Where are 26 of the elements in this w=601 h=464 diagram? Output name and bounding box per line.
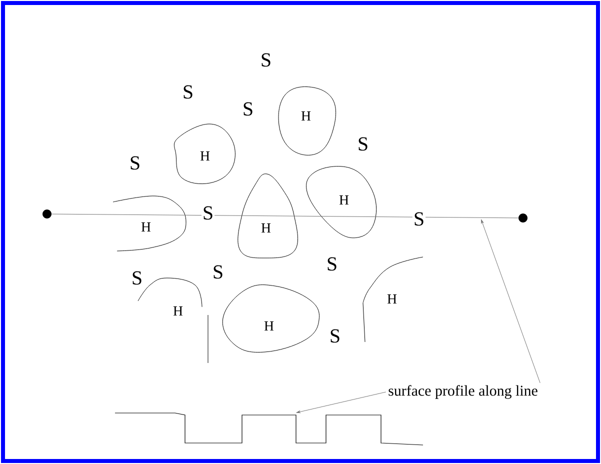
region-letter: H — [301, 111, 311, 121]
leader-line — [296, 392, 386, 414]
region-label: S — [211, 264, 225, 280]
region-letter: H — [261, 223, 271, 233]
region-label: S — [259, 52, 273, 68]
region-letter: H — [173, 306, 183, 316]
end-dot — [518, 214, 528, 222]
end-dot — [42, 210, 52, 218]
region-label: S — [356, 136, 370, 152]
region-letter: H — [387, 294, 397, 304]
region-label: S — [412, 211, 426, 227]
region-label: S — [201, 205, 215, 221]
region-letter: H — [264, 321, 274, 331]
leader-line — [481, 220, 540, 384]
region-label: S — [128, 155, 142, 171]
region-letter: H — [200, 151, 210, 161]
region-label: S — [130, 270, 144, 286]
region-letter: H — [141, 222, 151, 232]
region-label: S — [328, 328, 342, 344]
region-label: S — [325, 256, 339, 272]
scan-line — [51, 214, 519, 218]
region-letter: H — [339, 195, 349, 205]
region-label: S — [181, 84, 195, 100]
leader-text: surface profile along line — [388, 385, 538, 399]
region-label: S — [241, 101, 255, 117]
surface-profile — [114, 412, 424, 446]
